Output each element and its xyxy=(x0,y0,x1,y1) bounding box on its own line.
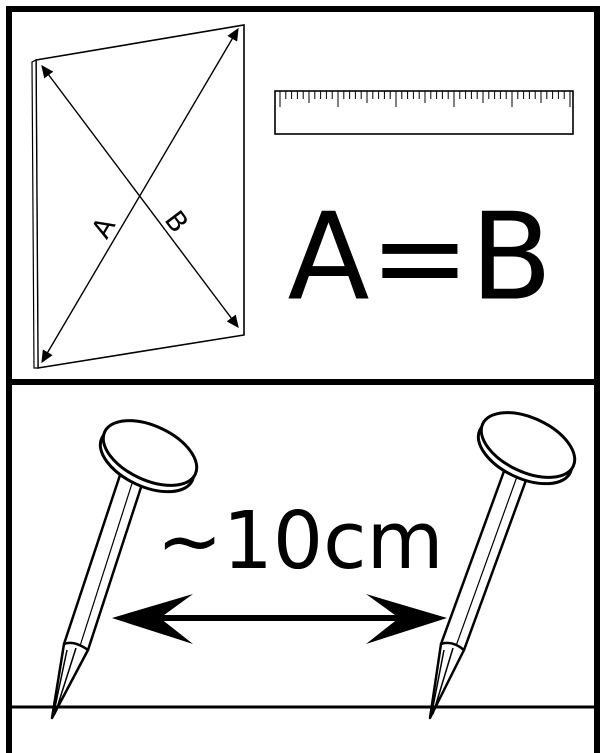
bottom-panel: ~10cm xyxy=(12,411,594,720)
distance-label: ~10cm xyxy=(156,495,443,587)
diagonal-a-arrow xyxy=(41,27,239,364)
ruler-body xyxy=(274,90,574,135)
right-nail-icon xyxy=(428,411,577,720)
top-panel: A B A=B xyxy=(31,24,574,369)
paper-sheet xyxy=(31,24,245,369)
equation-label: A=B xyxy=(288,189,553,328)
distance-double-arrow xyxy=(112,594,447,644)
ruler-icon xyxy=(274,90,574,135)
ruler-ticks xyxy=(279,91,571,107)
paper-sheet-edge xyxy=(31,59,39,369)
left-nail-icon xyxy=(50,419,199,720)
